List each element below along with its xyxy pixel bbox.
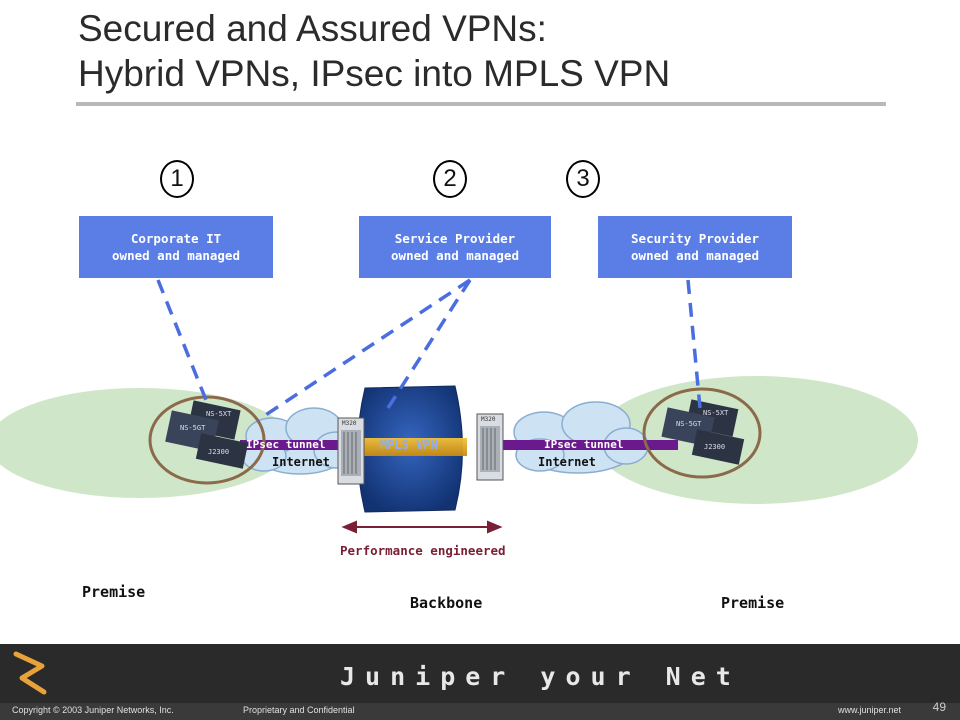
title-line-2: Hybrid VPNs, IPsec into MPLS VPN	[78, 53, 671, 94]
cpe-circle-right	[642, 387, 762, 479]
device-label-j2300-left: J2300	[208, 448, 230, 456]
management-lines	[156, 278, 702, 422]
juniper-swoosh-logo	[13, 651, 47, 695]
m320-router-left	[337, 417, 365, 485]
confidential-text: Proprietary and Confidential	[243, 705, 355, 715]
tunnel-bar-left	[240, 440, 352, 450]
performance-arrow	[341, 520, 503, 534]
premise-label-left: Premise	[82, 583, 146, 601]
owner-box-security-provider: Security Provider owned and managed	[598, 216, 792, 278]
device-label-ns5xt-right: NS-5XT	[703, 409, 729, 417]
mpls-vpn-label: MPLS VPN	[380, 438, 438, 452]
owner-box-subtitle: owned and managed	[631, 248, 759, 263]
slide-title: Secured and Assured VPNs: Hybrid VPNs, I…	[78, 6, 898, 96]
m320-label-left: M320	[342, 420, 357, 427]
internet-label-right: Internet	[538, 455, 596, 469]
device-label-j2300-right: J2300	[704, 443, 726, 451]
mpls-band	[355, 438, 467, 456]
owner-box-corporate-it: Corporate IT owned and managed	[79, 216, 273, 278]
footer-strip	[0, 703, 960, 720]
backbone-label: Backbone	[410, 594, 483, 612]
owner-box-service-provider: Service Provider owned and managed	[359, 216, 551, 278]
tunnel-bar-right	[503, 440, 678, 450]
owner-box-subtitle: owned and managed	[112, 248, 240, 263]
internet-label-left: Internet	[272, 455, 330, 469]
juniper-brand-mark: Juniper your Net	[340, 662, 741, 691]
premise-devices-left	[165, 400, 249, 469]
page-number: 49	[932, 700, 946, 714]
owner-box-title: Security Provider	[631, 231, 759, 246]
step-badge-2: 2	[433, 160, 467, 198]
diagram-canvas	[0, 278, 918, 534]
title-line-1: Secured and Assured VPNs:	[78, 8, 547, 49]
device-label-ns5gt-right: NS-5GT	[676, 420, 702, 428]
copyright-text: Copyright © 2003 Juniper Networks, Inc.	[12, 705, 174, 715]
title-underline	[76, 102, 886, 106]
premise-label-right: Premise	[721, 594, 785, 612]
ipsec-tunnel-label-left: IPsec tunnel	[246, 438, 326, 451]
device-label-ns5gt-left: NS-5GT	[180, 424, 206, 432]
performance-label: Performance engineered	[340, 543, 506, 558]
step-badge-1: 1	[160, 160, 194, 198]
m320-label-right: M320	[481, 416, 496, 423]
device-label-ns5xt-left: NS-5XT	[206, 410, 232, 418]
owner-box-subtitle: owned and managed	[391, 248, 519, 263]
cpe-circle-left	[148, 395, 266, 485]
step-badge-3: 3	[566, 160, 600, 198]
m320-router-right	[476, 413, 504, 481]
website-url: www.juniper.net	[838, 705, 902, 715]
owner-box-title: Corporate IT	[130, 231, 222, 246]
premise-devices-right	[661, 399, 745, 465]
owner-box-title: Service Provider	[394, 231, 516, 246]
ipsec-tunnel-label-right: IPsec tunnel	[544, 438, 624, 451]
